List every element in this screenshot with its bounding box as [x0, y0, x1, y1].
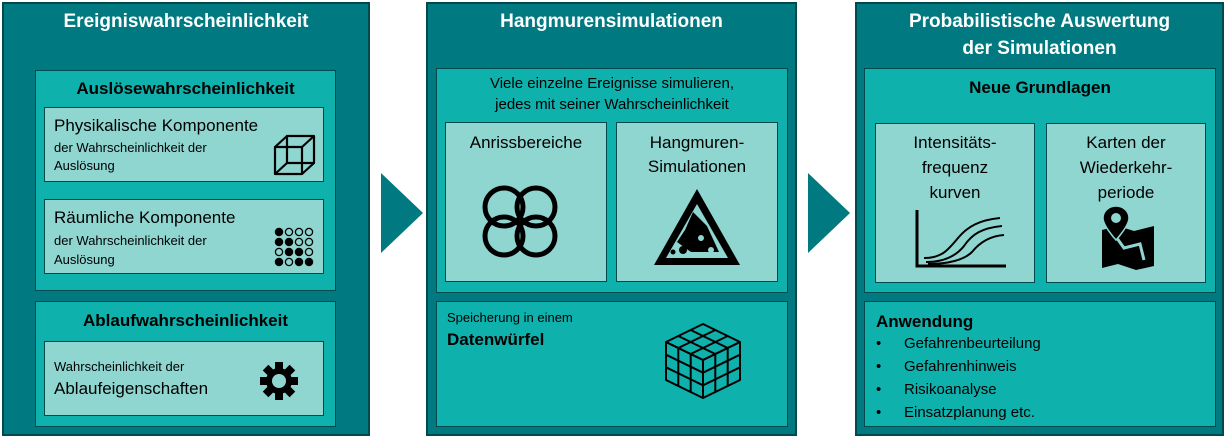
application-box	[864, 301, 1216, 427]
storage-line1: Speicherung in einem	[447, 310, 573, 325]
application-list: •Gefahrenbeurteilung •Gefahrenhinweis •R…	[876, 335, 1041, 427]
list-item: •Gefahrenhinweis	[876, 358, 1017, 375]
new-basics-title: Neue Grundlagen	[969, 78, 1111, 97]
physical-component-sub2: Auslösung	[54, 158, 115, 173]
return-period-maps-line2: Wiederkehr-	[1079, 158, 1173, 177]
spatial-component-sub2: Auslösung	[54, 252, 115, 267]
simulation-intro-line2: jedes mit seiner Wahrscheinlichkeit	[495, 96, 729, 113]
intensity-curves-box	[875, 123, 1035, 283]
debris-flow-sim-title2: Simulationen	[647, 157, 747, 176]
simulation-intro-line1: Viele einzelne Ereignisse simulieren,	[489, 75, 735, 92]
runout-probability-title: Ablaufwahrscheinlichkeit	[83, 311, 288, 330]
panel-title-line2: der Simulationen	[962, 38, 1117, 59]
panel-title: Ereigniswahrscheinlichkeit	[63, 11, 309, 32]
physical-component-sub1: der Wahrscheinlichkeit der	[54, 140, 207, 155]
dot-grid-icon	[274, 227, 316, 269]
debris-flow-sim-title1: Hangmuren-	[649, 133, 745, 152]
spatial-component-sub1: der Wahrscheinlichkeit der	[54, 233, 207, 248]
runout-properties-line1: Wahrscheinlichkeit der	[54, 359, 185, 374]
gear-icon	[258, 360, 300, 402]
return-period-maps-line1: Karten der	[1086, 133, 1166, 152]
intensity-curves-line3: kurven	[929, 183, 981, 202]
curve-chart-icon	[912, 208, 1008, 270]
flow-arrow-1	[381, 173, 423, 253]
list-item: •Gefahrenbeurteilung	[876, 335, 1041, 352]
landslide-warning-icon	[651, 186, 743, 268]
spatial-component-title: Räumliche Komponente	[54, 208, 236, 227]
panel-title: Hangmurensimulationen	[500, 11, 723, 32]
release-areas-title: Anrissbereiche	[469, 133, 583, 152]
release-areas-box	[445, 122, 607, 282]
runout-properties-line2: Ablaufeigenschaften	[54, 379, 209, 398]
storage-line2: Datenwürfel	[447, 330, 545, 349]
overlapping-circles-icon	[480, 180, 566, 262]
trigger-probability-title: Auslösewahrscheinlichkeit	[76, 79, 295, 98]
application-title: Anwendung	[876, 312, 974, 331]
list-item: •Einsatzplanung etc.	[876, 404, 1035, 421]
list-item: •Risikoanalyse	[876, 381, 997, 398]
panel-title-line1: Probabilistische Auswertung	[908, 11, 1171, 32]
storage-box	[436, 301, 788, 427]
data-cube-icon	[662, 320, 744, 402]
intensity-curves-line2: frequenz	[921, 158, 989, 177]
flow-arrow-2	[808, 173, 850, 253]
physical-component-title: Physikalische Komponente	[54, 116, 259, 135]
intensity-curves-line1: Intensitäts-	[913, 133, 997, 152]
return-period-maps-line3: periode	[1097, 183, 1155, 202]
map-pin-icon	[1100, 204, 1156, 270]
cube-wireframe-icon	[272, 133, 318, 177]
